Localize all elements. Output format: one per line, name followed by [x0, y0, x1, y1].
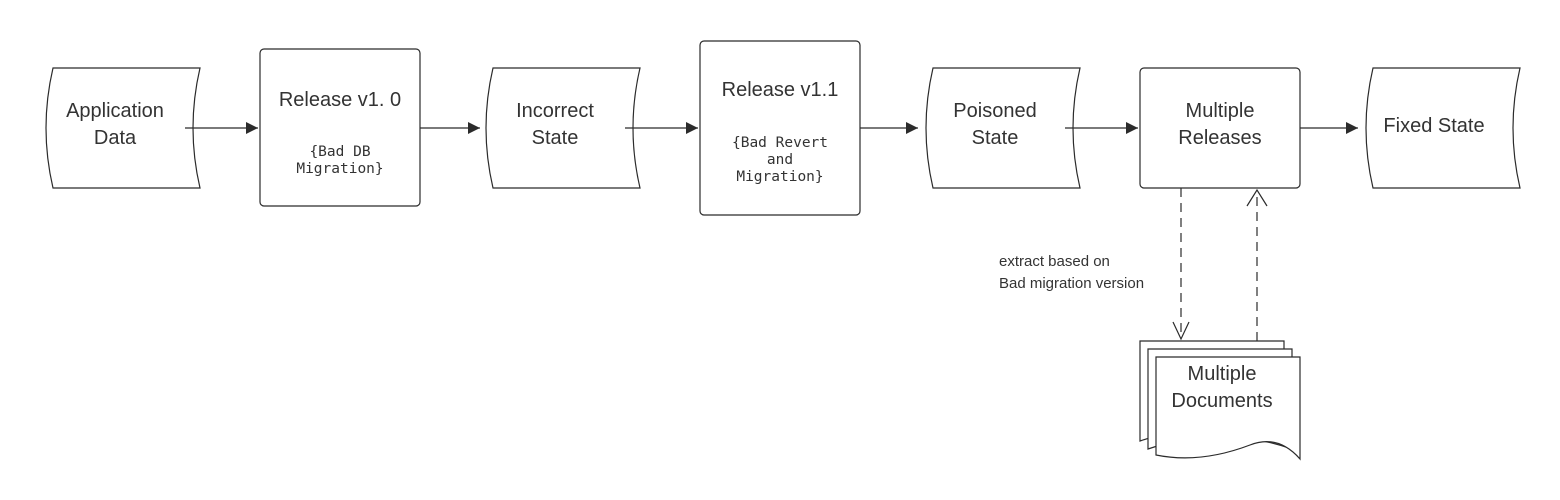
node-note-line1: {Bad DB	[309, 144, 370, 160]
node-fixed-state[interactable]: Fixed State	[1365, 67, 1521, 189]
stored-data-shape	[485, 67, 641, 189]
node-note-line2: Migration}	[296, 161, 383, 177]
node-label-line1: Multiple	[1186, 100, 1255, 122]
node-multiple-documents[interactable]: Multiple Documents	[1139, 340, 1301, 461]
edge-label-line1: extract based on	[999, 253, 1110, 270]
node-multiple-releases[interactable]: Multiple Releases	[1139, 67, 1301, 189]
node-label-line2: Data	[94, 127, 137, 149]
edge-label-line2: Bad migration version	[999, 275, 1144, 292]
node-label-line1: Poisoned	[953, 100, 1036, 122]
node-note-line2: and	[767, 152, 793, 168]
stored-data-shape	[45, 67, 201, 189]
edge-extract-to-documents[interactable]	[1172, 188, 1190, 341]
node-label-line2: Documents	[1171, 390, 1272, 412]
edge-documents-to-releases[interactable]	[1246, 188, 1268, 341]
node-label-line1: Multiple	[1188, 363, 1257, 385]
node-release-v1-1[interactable]: Release v1.1 {Bad Revert and Migration}	[699, 40, 861, 216]
open-arrowhead-up	[1246, 188, 1268, 207]
process-box	[259, 48, 421, 207]
node-incorrect-state[interactable]: Incorrect State	[485, 67, 641, 189]
node-release-v1-0[interactable]: Release v1. 0 {Bad DB Migration}	[259, 48, 421, 207]
open-arrowhead-down	[1172, 321, 1190, 341]
stored-data-shape	[925, 67, 1081, 189]
node-label-line2: State	[972, 127, 1019, 149]
node-application-data[interactable]: Application Data	[45, 67, 201, 189]
node-label-line1: Incorrect	[516, 100, 594, 122]
node-note-line1: {Bad Revert	[732, 135, 828, 151]
node-title: Release v1.1	[722, 79, 839, 101]
node-label-line2: Releases	[1178, 127, 1261, 149]
process-box	[699, 40, 861, 216]
node-poisoned-state[interactable]: Poisoned State	[925, 67, 1081, 189]
node-label-line1: Fixed State	[1383, 115, 1484, 137]
node-note-line3: Migration}	[736, 169, 823, 185]
stored-data-shape	[1365, 67, 1521, 189]
edge-label-extract: extract based on Bad migration version	[999, 253, 1144, 292]
node-title: Release v1. 0	[279, 89, 401, 111]
document-front-shape	[1155, 356, 1301, 461]
node-label-line1: Application	[66, 100, 164, 122]
node-label-line2: State	[532, 127, 579, 149]
